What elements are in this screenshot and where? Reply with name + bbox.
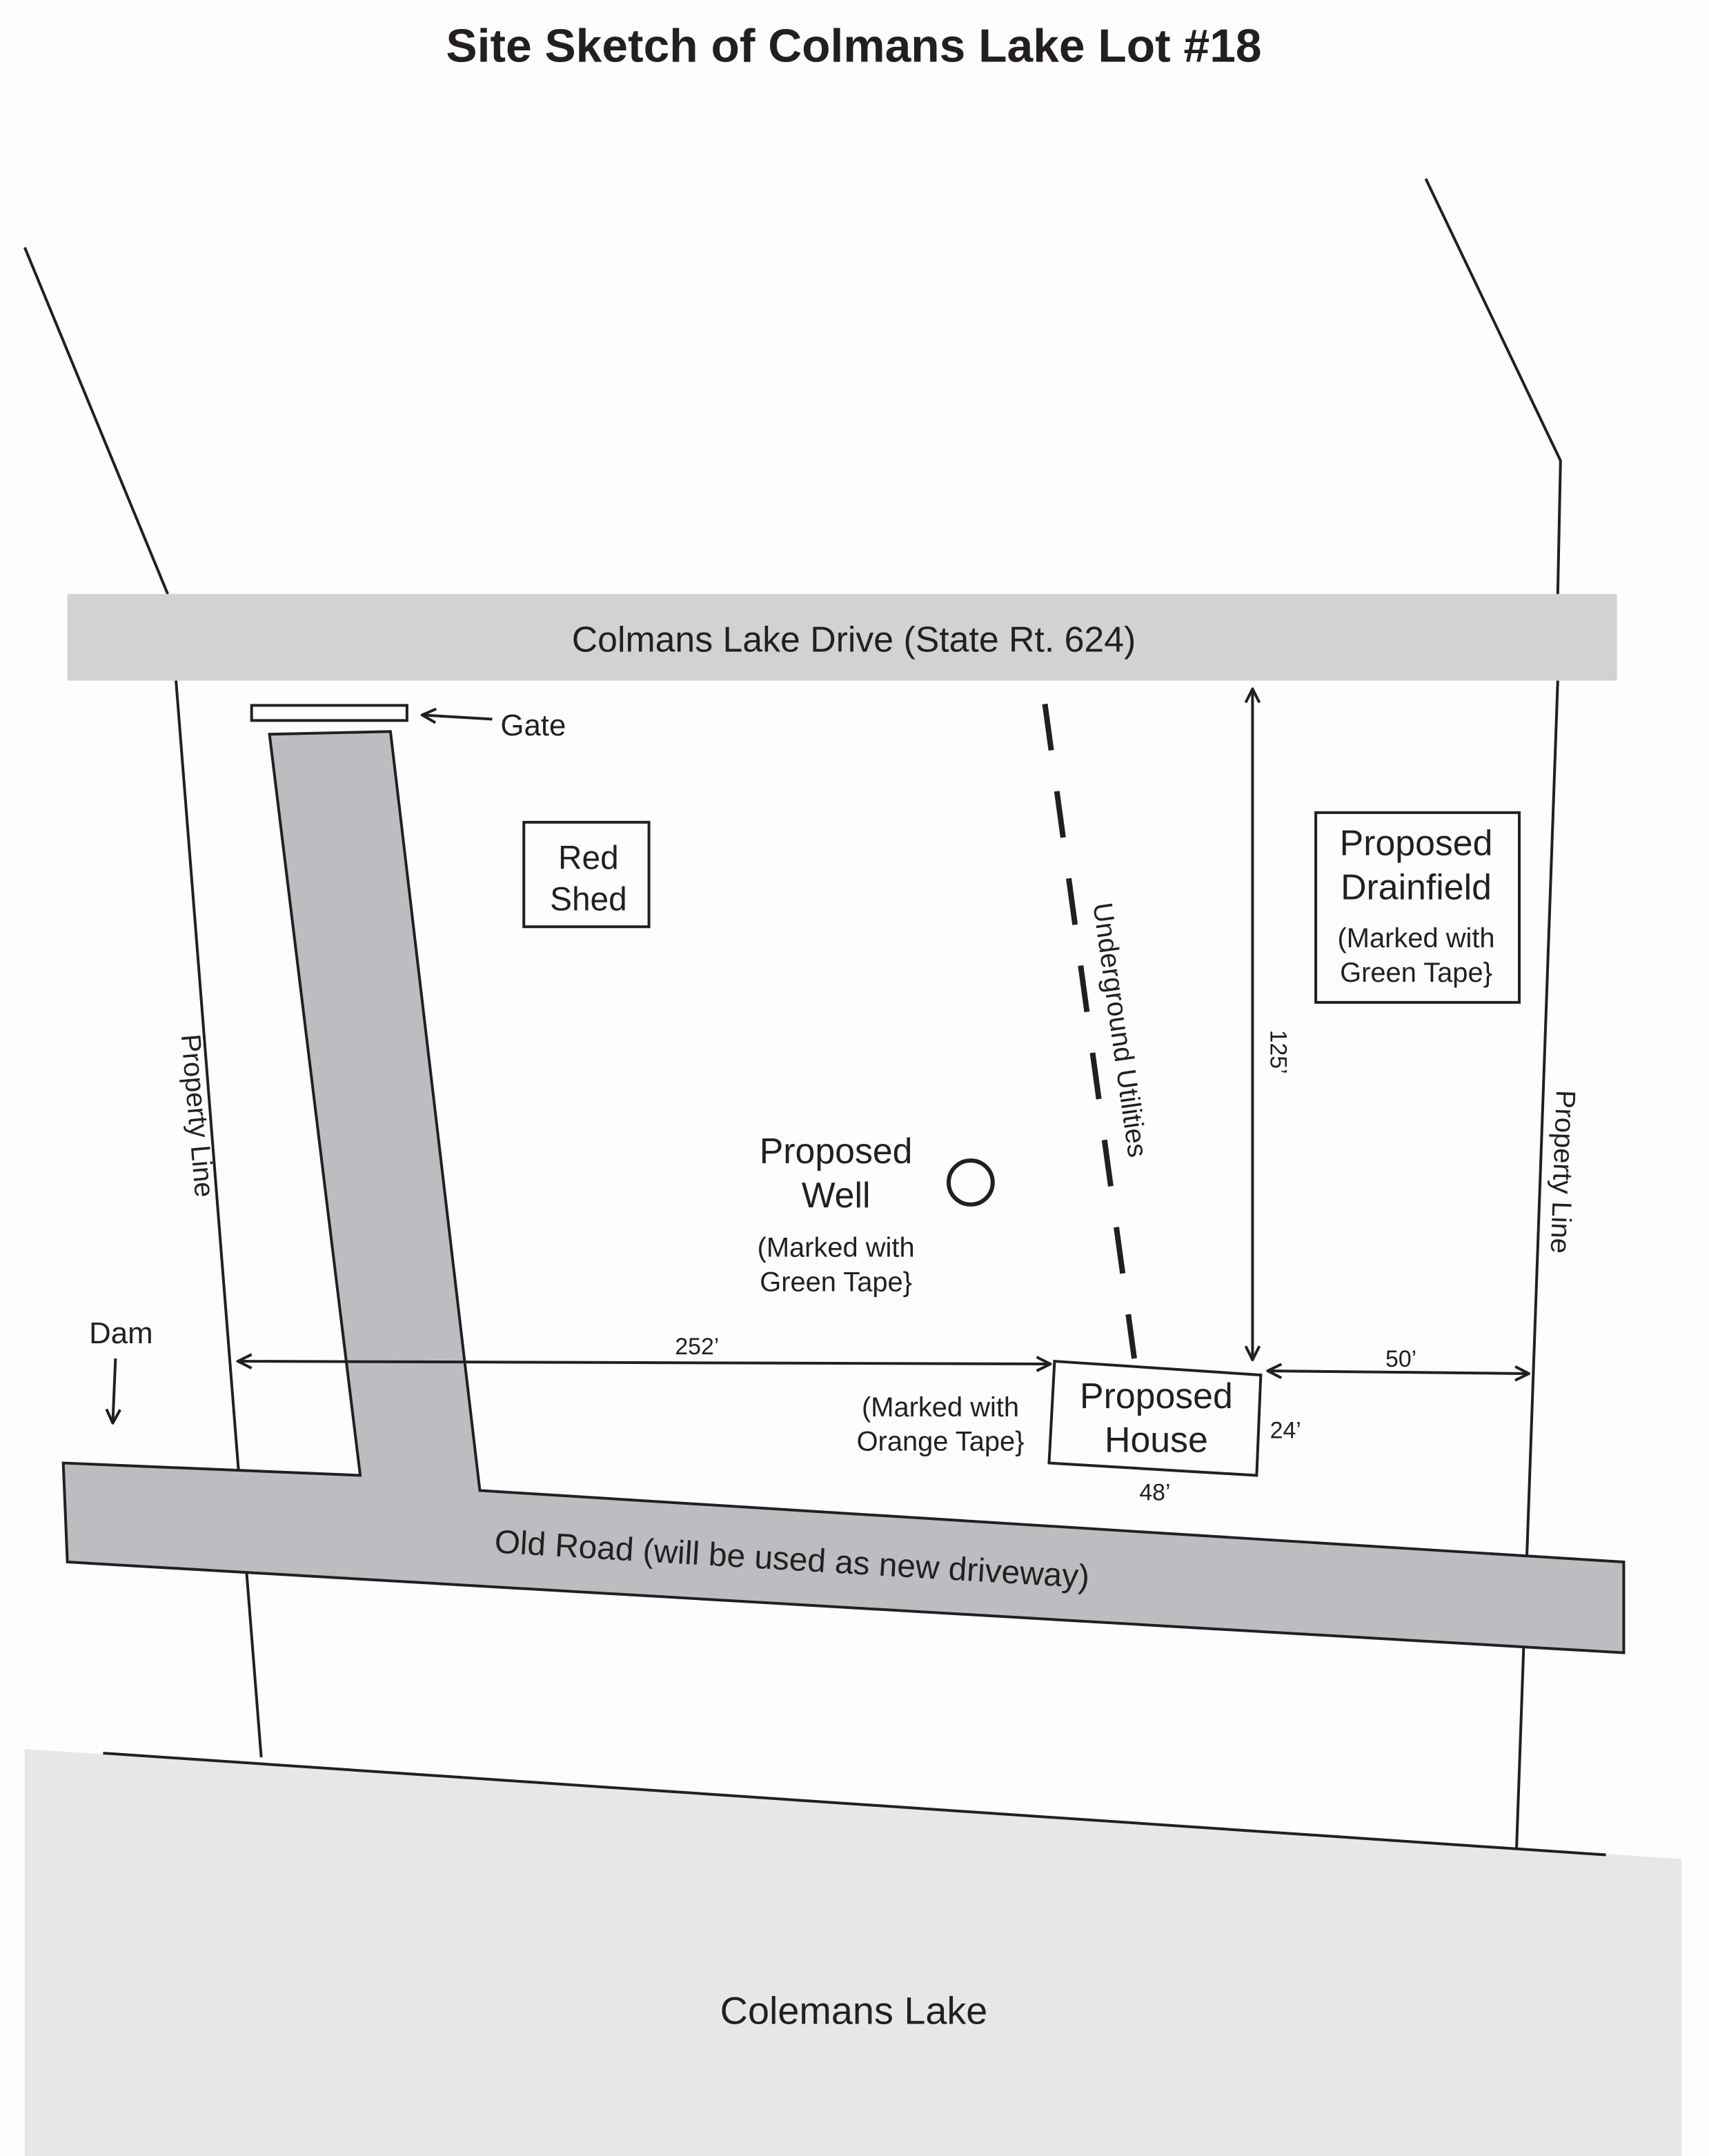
dimension-252-arrow bbox=[238, 1361, 1051, 1364]
page-title: Site Sketch of Colmans Lake Lot #18 bbox=[446, 21, 1261, 72]
proposed-drainfield bbox=[1314, 811, 1521, 1004]
colmans-lake-drive bbox=[67, 593, 1617, 681]
property-line-right-upper bbox=[1424, 178, 1562, 595]
property-line-left-upper bbox=[23, 246, 169, 595]
house-note-1: (Marked with bbox=[862, 1392, 1019, 1423]
proposed-well-marker bbox=[947, 1158, 995, 1207]
road-label: Colmans Lake Drive (State Rt. 624) bbox=[572, 620, 1136, 660]
dimension-125-label: 125’ bbox=[1265, 1030, 1291, 1074]
drainfield-title-2: Drainfield bbox=[1341, 867, 1492, 907]
house-width-label: 48’ bbox=[1139, 1479, 1170, 1505]
property-line-left bbox=[175, 680, 263, 1758]
lake-label: Colemans Lake bbox=[720, 1989, 988, 2033]
well-note-1: (Marked with bbox=[758, 1233, 915, 1263]
drainfield-note-2: Green Tape} bbox=[1340, 958, 1492, 988]
old-road bbox=[61, 730, 1626, 1654]
well-title-1: Proposed bbox=[760, 1131, 913, 1171]
property-line-left-label: Property Line bbox=[175, 1033, 219, 1198]
utilities-label: Underground Utilities bbox=[1087, 901, 1152, 1160]
shoreline bbox=[103, 1752, 1606, 1857]
dimension-50-label: 50’ bbox=[1385, 1346, 1416, 1372]
well-note-2: Green Tape} bbox=[760, 1267, 912, 1297]
dimension-50-arrow bbox=[1267, 1371, 1529, 1374]
dimension-252-label: 252’ bbox=[675, 1334, 719, 1360]
gate-label: Gate bbox=[500, 709, 566, 742]
red-shed bbox=[522, 820, 651, 929]
house-title-1: Proposed bbox=[1080, 1376, 1233, 1416]
dam-arrow-icon bbox=[112, 1358, 115, 1423]
underground-utilities-line bbox=[1042, 703, 1137, 1359]
drainfield-note-1: (Marked with bbox=[1338, 923, 1495, 953]
gate bbox=[250, 704, 408, 722]
house-depth-label: 24’ bbox=[1270, 1418, 1301, 1444]
house-note-2: Orange Tape} bbox=[857, 1427, 1025, 1457]
dam-label: Dam bbox=[89, 1316, 153, 1350]
well-title-2: Well bbox=[802, 1175, 871, 1215]
property-line-right-label: Property Line bbox=[1545, 1089, 1581, 1254]
house-title-2: House bbox=[1105, 1420, 1208, 1460]
lake bbox=[24, 1749, 1682, 2156]
shed-label-2: Shed bbox=[550, 881, 627, 918]
shed-label-1: Red bbox=[558, 840, 619, 877]
drainfield-title-1: Proposed bbox=[1340, 823, 1493, 863]
gate-arrow-icon bbox=[422, 715, 493, 719]
proposed-house bbox=[1047, 1359, 1263, 1477]
property-line-right bbox=[1515, 680, 1559, 1850]
